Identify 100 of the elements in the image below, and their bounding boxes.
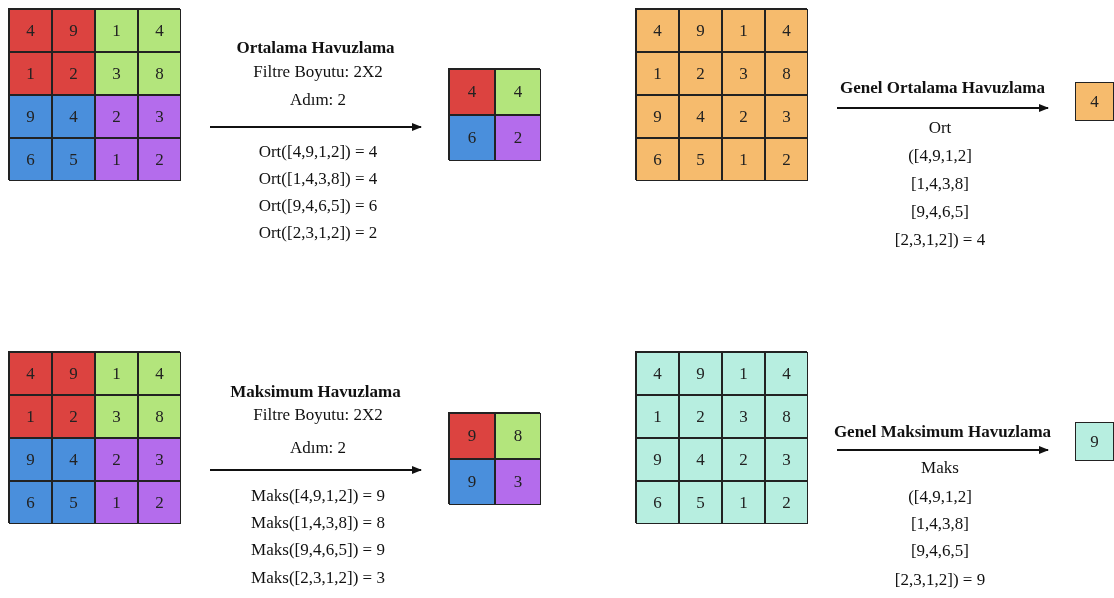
grid-cell: 2: [52, 52, 95, 95]
grid-cell: 1: [95, 352, 138, 395]
matrix-grid: [8, 351, 180, 523]
formula-text: Adım: 2: [289, 90, 347, 110]
formula-text: Maks([9,4,6,5]) = 9: [251, 540, 385, 560]
grid-cell: 9: [449, 459, 495, 505]
formula-text: Filtre Boyutu: 2X2: [253, 405, 383, 425]
grid-cell: 2: [138, 481, 181, 524]
grid-cell: 9: [636, 95, 679, 138]
formula-text: Maks([1,4,3,8]) = 8: [251, 513, 385, 533]
formula-text: Ort([2,3,1,2]) = 2: [258, 223, 378, 243]
grid-cell: 4: [679, 438, 722, 481]
arrow: [836, 104, 1049, 112]
grid-cell: 4: [636, 9, 679, 52]
grid-cell: 4: [495, 69, 541, 115]
formula-text: [1,4,3,8]: [910, 174, 970, 194]
grid-cell: 3: [765, 95, 808, 138]
grid-cell: 4: [52, 95, 95, 138]
matrix-grid: [8, 8, 180, 180]
grid-cell: 2: [495, 115, 541, 161]
grid-cell: 2: [138, 138, 181, 181]
grid-cell: 9: [9, 438, 52, 481]
grid-cell: 5: [679, 138, 722, 181]
formula-text: [2,3,1,2]) = 4: [894, 230, 986, 250]
grid-cell: 1: [95, 138, 138, 181]
grid-cell: 6: [9, 138, 52, 181]
grid-cell: 6: [9, 481, 52, 524]
grid-cell: 1: [722, 9, 765, 52]
grid-cell: 1: [722, 352, 765, 395]
edge-label: Genel Ortalama Havuzlama: [840, 78, 1045, 98]
grid-cell: 1: [722, 481, 765, 524]
matrix-grid: [448, 412, 540, 504]
formula-text: Adım: 2: [289, 438, 347, 458]
grid-cell: 4: [765, 9, 808, 52]
grid-cell: 3: [495, 459, 541, 505]
grid-cell: 3: [95, 395, 138, 438]
grid-cell: 2: [679, 395, 722, 438]
grid-cell: 4: [636, 352, 679, 395]
edge-label: Ortalama Havuzlama: [236, 38, 395, 58]
grid-cell: 9: [9, 95, 52, 138]
formula-text: Ort([4,9,1,2]) = 4: [258, 142, 378, 162]
grid-cell: 2: [52, 395, 95, 438]
grid-cell: 8: [138, 395, 181, 438]
formula-text: [1,4,3,8]: [910, 514, 970, 534]
grid-cell: 9: [52, 352, 95, 395]
grid-cell: 4: [138, 9, 181, 52]
grid-cell: 5: [52, 481, 95, 524]
grid-cell: 4: [138, 352, 181, 395]
grid-cell: 9: [679, 9, 722, 52]
grid-cell: 2: [679, 52, 722, 95]
matrix-grid: [635, 8, 807, 180]
grid-cell: 1: [722, 138, 765, 181]
formula-text: Ort([1,4,3,8]) = 4: [258, 169, 378, 189]
formula-text: Maks: [921, 458, 959, 478]
grid-cell: 1: [9, 395, 52, 438]
grid-cell: 4: [9, 9, 52, 52]
formula-text: [9,4,6,5]: [910, 541, 970, 561]
grid-cell: 3: [722, 395, 765, 438]
grid-cell: 4: [9, 352, 52, 395]
grid-cell: 4: [52, 438, 95, 481]
grid-cell: 9: [636, 438, 679, 481]
grid-cell: 4: [449, 69, 495, 115]
formula-text: [9,4,6,5]: [910, 202, 970, 222]
grid-cell: 1: [636, 395, 679, 438]
grid-cell: 1: [95, 481, 138, 524]
matrix-grid: [635, 351, 807, 523]
formula-text: ([4,9,1,2]: [908, 146, 972, 166]
grid-cell: 3: [138, 95, 181, 138]
grid-cell: 6: [636, 138, 679, 181]
formula-text: Maks([4,9,1,2]) = 9: [251, 486, 385, 506]
grid-cell: 3: [95, 52, 138, 95]
edge-label: Maksimum Havuzlama: [230, 382, 401, 402]
grid-cell: 2: [95, 438, 138, 481]
formula-text: [2,3,1,2]) = 9: [894, 570, 986, 590]
formula-text: Filtre Boyutu: 2X2: [253, 62, 383, 82]
grid-cell: 8: [765, 395, 808, 438]
grid-cell: 5: [679, 481, 722, 524]
grid-cell: 2: [95, 95, 138, 138]
edge-label: Genel Maksimum Havuzlama: [833, 422, 1052, 442]
grid-cell: 1: [636, 52, 679, 95]
grid-cell: 6: [636, 481, 679, 524]
grid-cell: 3: [138, 438, 181, 481]
grid-cell: 4: [679, 95, 722, 138]
formula-text: Ort([9,4,6,5]) = 6: [258, 196, 378, 216]
arrow: [836, 446, 1049, 454]
matrix-grid: [448, 68, 540, 160]
grid-cell: 4: [1075, 82, 1114, 121]
grid-cell: 2: [765, 138, 808, 181]
grid-cell: 2: [722, 438, 765, 481]
grid-cell: 1: [95, 9, 138, 52]
grid-cell: 3: [722, 52, 765, 95]
grid-cell: 6: [449, 115, 495, 161]
formula-text: ([4,9,1,2]: [908, 487, 972, 507]
grid-cell: 1: [9, 52, 52, 95]
arrow: [209, 466, 422, 474]
grid-cell: 8: [765, 52, 808, 95]
grid-cell: 9: [1075, 422, 1114, 461]
formula-text: Ort: [928, 118, 952, 138]
grid-cell: 8: [495, 413, 541, 459]
grid-cell: 5: [52, 138, 95, 181]
